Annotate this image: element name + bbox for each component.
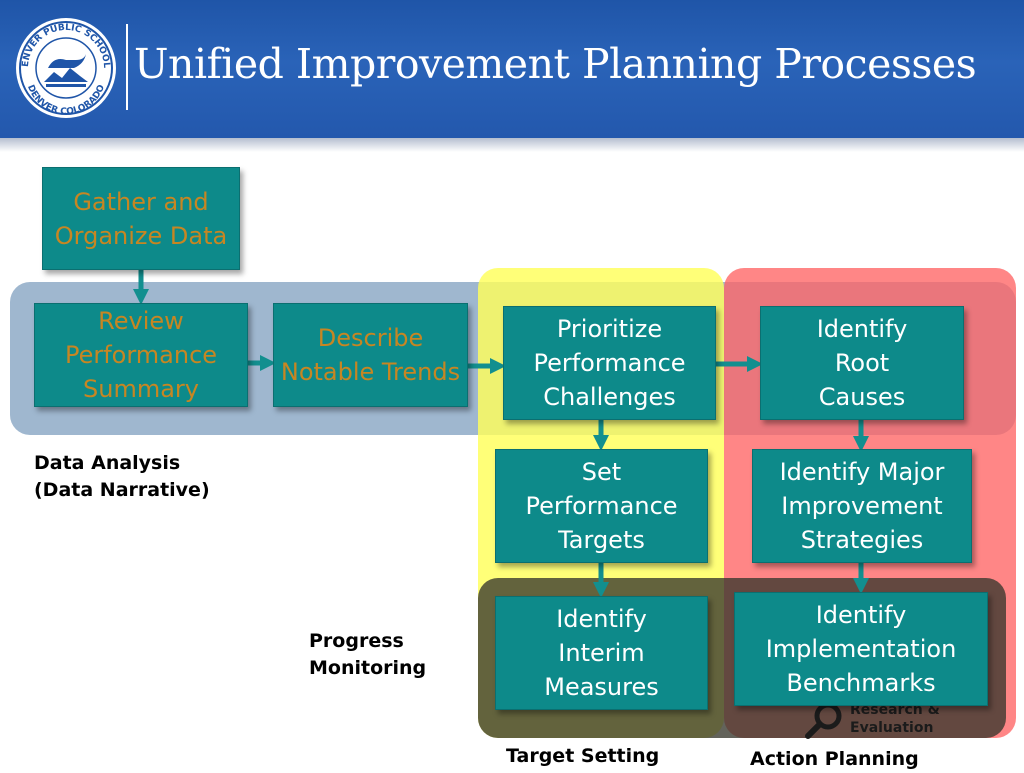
box-describe-text: Describe Notable Trends [280,324,461,386]
box-set-targets-text: Set Performance Targets [525,458,678,554]
dps-logo: DENVER PUBLIC SCHOOLS DENVER COLORADO [14,16,116,118]
box-identify-implementation-benchmarks[interactable]: Identify Implementation Benchmarks [734,592,988,706]
label-data-analysis-line2: (Data Narrative) [34,479,210,501]
box-describe-notable-trends[interactable]: Describe Notable Trends [273,303,468,407]
box-root-causes-text: Identify Root Causes [816,315,908,411]
box-benchmarks-text: Identify Implementation Benchmarks [765,601,957,697]
page-title: Unified Improvement Planning Processes [134,40,977,88]
box-gather-organize-data[interactable]: Gather and Organize Data [42,167,240,270]
label-action-planning: Action Planning [750,748,919,770]
lamp-icon [44,54,88,87]
label-progress-line2: Monitoring [309,657,427,679]
box-review-performance-summary[interactable]: Review Performance Summary [34,303,248,407]
label-progress-monitoring: Progress Monitoring [309,628,426,682]
box-prioritize-text: Prioritize Performance Challenges [533,315,686,411]
header-shadow [0,138,1024,152]
header-banner [0,0,1024,138]
label-data-analysis-line1: Data Analysis [34,452,181,474]
box-identify-root-causes[interactable]: Identify Root Causes [760,306,964,420]
label-data-analysis: Data Analysis (Data Narrative) [34,450,210,504]
header-divider [126,24,128,110]
box-set-performance-targets[interactable]: Set Performance Targets [495,449,708,563]
box-review-text: Review Performance Summary [64,307,218,403]
watermark-line1: Research & [850,702,940,718]
box-interim-text: Identify Interim Measures [544,605,659,701]
box-identify-major-improvement-strategies[interactable]: Identify Major Improvement Strategies [752,449,972,563]
label-progress-line1: Progress [309,630,404,652]
box-gather-text: Gather and Organize Data [54,187,228,250]
box-prioritize-performance-challenges[interactable]: Prioritize Performance Challenges [503,306,716,420]
box-major-strategies-text: Identify Major Improvement Strategies [779,458,945,554]
box-identify-interim-measures[interactable]: Identify Interim Measures [495,596,708,710]
label-target-setting: Target Setting [506,745,660,767]
watermark-line2: Evaluation [850,720,933,736]
